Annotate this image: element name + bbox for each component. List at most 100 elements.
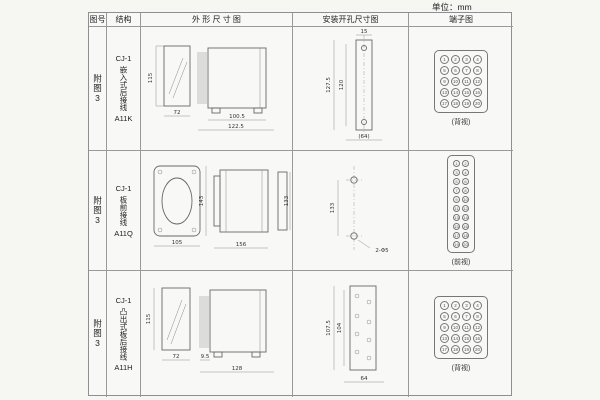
outline-svg-row1: 115 72 100.5 122.5 [148, 45, 274, 130]
terminal-pin: 20 [473, 344, 482, 354]
header-figure-number: 图号 [89, 13, 107, 27]
terminal-pin: 17 [440, 344, 449, 354]
spec-table: 图号 结构 外 形 尺 寸 图 安装开孔尺寸图 端子图 附图3 CJ-1 嵌入式… [88, 12, 513, 397]
terminal-pin: 16 [462, 222, 469, 230]
terminal-pin: 4 [462, 168, 469, 176]
terminal-pin: 9 [440, 77, 449, 86]
terminal-pin: 8 [462, 186, 469, 194]
terminal-pin: 1 [440, 55, 449, 64]
model-label: CJ-1 [115, 183, 132, 193]
outline-drawing-row3: 115 72 9.5 128 [141, 271, 293, 397]
dim-label: 105 [171, 240, 182, 246]
mount-drawing-row3: 107.5 104 64 [293, 271, 409, 397]
terminal-pin: 15 [462, 88, 471, 97]
dim-label: 107.5 [326, 320, 332, 336]
terminal-pin: 18 [451, 344, 460, 354]
terminal-pin: 15 [453, 222, 460, 230]
terminal-pin: 11 [462, 77, 471, 86]
terminal-caption: (前视) [451, 258, 471, 266]
dim-label: 2-Φ5 [375, 248, 389, 254]
dim-label: 104 [337, 322, 343, 333]
dim-label: 72 [173, 110, 180, 116]
outline-drawing-row1: 115 72 100.5 122.5 [141, 27, 293, 151]
terminal-pin: 2 [462, 159, 469, 167]
outline-svg-row3: 115 72 9.5 128 [146, 287, 274, 373]
structure-row2: CJ-1 板前接线 A11Q [107, 151, 141, 271]
terminal-pin: 8 [473, 311, 482, 321]
terminal-pin: 19 [462, 344, 471, 354]
mount-drawing-row2: 133 2-Φ5 [293, 151, 409, 271]
dim-label: 15 [360, 29, 367, 35]
terminal-pin: 15 [462, 333, 471, 343]
terminal-pin: 16 [473, 88, 482, 97]
model-label: CJ-1 [115, 54, 132, 63]
terminal-pin: 7 [462, 66, 471, 75]
outline-drawing-row2: 143 105 156 133 [141, 151, 293, 271]
terminal-pin: 11 [453, 204, 460, 212]
dim-label: 9.5 [200, 354, 209, 360]
dim-label: 143 [199, 195, 205, 206]
dim-label: 115 [146, 313, 152, 324]
terminal-pin: 18 [462, 231, 469, 239]
outline-svg-row2: 143 105 156 133 [153, 165, 290, 248]
dim-label: 128 [231, 366, 242, 372]
terminal-caption: (背视) [451, 364, 471, 372]
figure-label: 附图3 [92, 319, 103, 349]
terminal-pin: 14 [451, 333, 460, 343]
dim-label: 64 [360, 376, 367, 382]
terminal-pin: 6 [451, 311, 460, 321]
terminal-pin: 10 [451, 322, 460, 332]
dim-label: 100.5 [229, 114, 245, 120]
dim-label: 122.5 [228, 124, 244, 130]
terminal-pin: 10 [451, 77, 460, 86]
dim-label: 120 [339, 79, 345, 90]
type-code: A11Q [114, 228, 133, 238]
unit-label: 单位：mm [432, 2, 472, 12]
header-mount-dims: 安装开孔尺寸图 [293, 13, 409, 27]
terminal-pin: 18 [451, 99, 460, 108]
dim-label: 115 [148, 72, 154, 83]
terminal-pin: 2 [451, 55, 460, 64]
terminal-pin: 8 [473, 66, 482, 75]
dim-label: 133 [330, 202, 336, 213]
terminal-pin: 2 [451, 300, 460, 310]
figure-number-row2: 附图3 [89, 151, 107, 271]
terminal-pin: 19 [462, 99, 471, 108]
terminal-pin: 4 [473, 300, 482, 310]
structure-desc: 板前接线 [119, 195, 128, 226]
terminal-pin: 13 [440, 333, 449, 343]
dim-label: 127.5 [326, 76, 332, 92]
terminal-pin: 20 [473, 99, 482, 108]
terminal-pin: 20 [462, 240, 469, 248]
figure-number-row1: 附图3 [89, 27, 107, 151]
terminal-pin: 5 [440, 66, 449, 75]
terminal-pin: 3 [462, 300, 471, 310]
structure-desc: 凸出式板后接线 [119, 307, 128, 361]
terminal-caption: (背视) [451, 119, 471, 126]
mount-svg-row2: 133 2-Φ5 [330, 165, 389, 254]
terminal-pin: 12 [462, 204, 469, 212]
terminal-pin: 7 [453, 186, 460, 194]
terminal-pin: 6 [462, 177, 469, 185]
dim-label: 156 [235, 242, 246, 248]
terminal-pin: 1 [440, 300, 449, 310]
terminal-pin: 5 [440, 311, 449, 321]
terminal-pin: 17 [440, 99, 449, 108]
type-code: A11H [114, 363, 133, 373]
terminal-pin: 5 [453, 177, 460, 185]
header-outline-dims: 外 形 尺 寸 图 [141, 13, 293, 27]
terminal-pin: 3 [462, 55, 471, 64]
structure-row1: CJ-1 嵌入式后接线 A11K [107, 27, 141, 151]
header-structure: 结构 [107, 13, 141, 27]
terminal-pin: 12 [473, 77, 482, 86]
terminal-pin: 3 [453, 168, 460, 176]
mount-svg-row1: 127.5 120 15 (64) [326, 29, 382, 140]
type-code: A11K [114, 114, 133, 123]
terminal-pin: 19 [453, 240, 460, 248]
terminal-pin: 1 [453, 159, 460, 167]
